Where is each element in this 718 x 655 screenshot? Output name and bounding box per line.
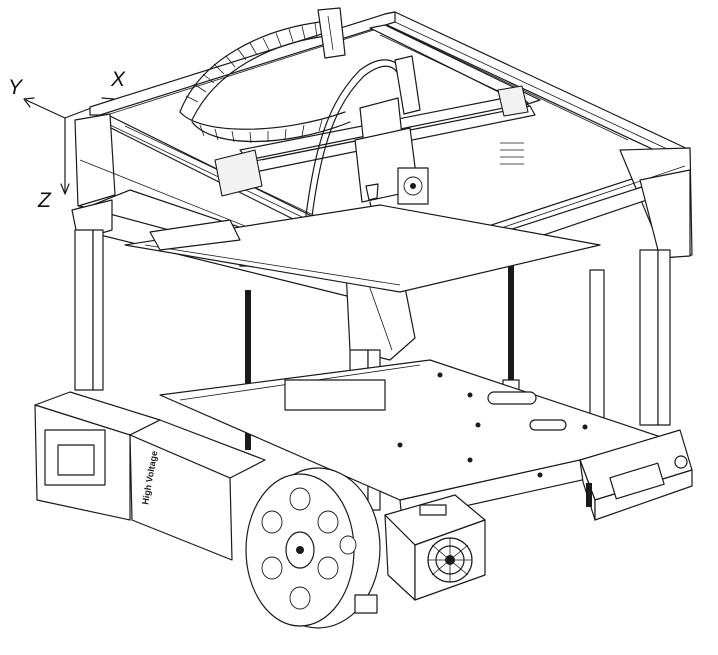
x-axis-label: X [111, 68, 126, 91]
bed-plate [125, 205, 600, 292]
filament-spool [246, 468, 380, 628]
print-head [300, 56, 428, 268]
lcd-controller [580, 430, 692, 520]
rear-frame [90, 12, 690, 162]
cable-chain [180, 8, 350, 143]
power-supply: High Voltage [35, 392, 265, 560]
y-axis-label: Y [8, 76, 23, 99]
z-axis-label: Z [38, 189, 51, 212]
extruder-motor [385, 495, 485, 600]
